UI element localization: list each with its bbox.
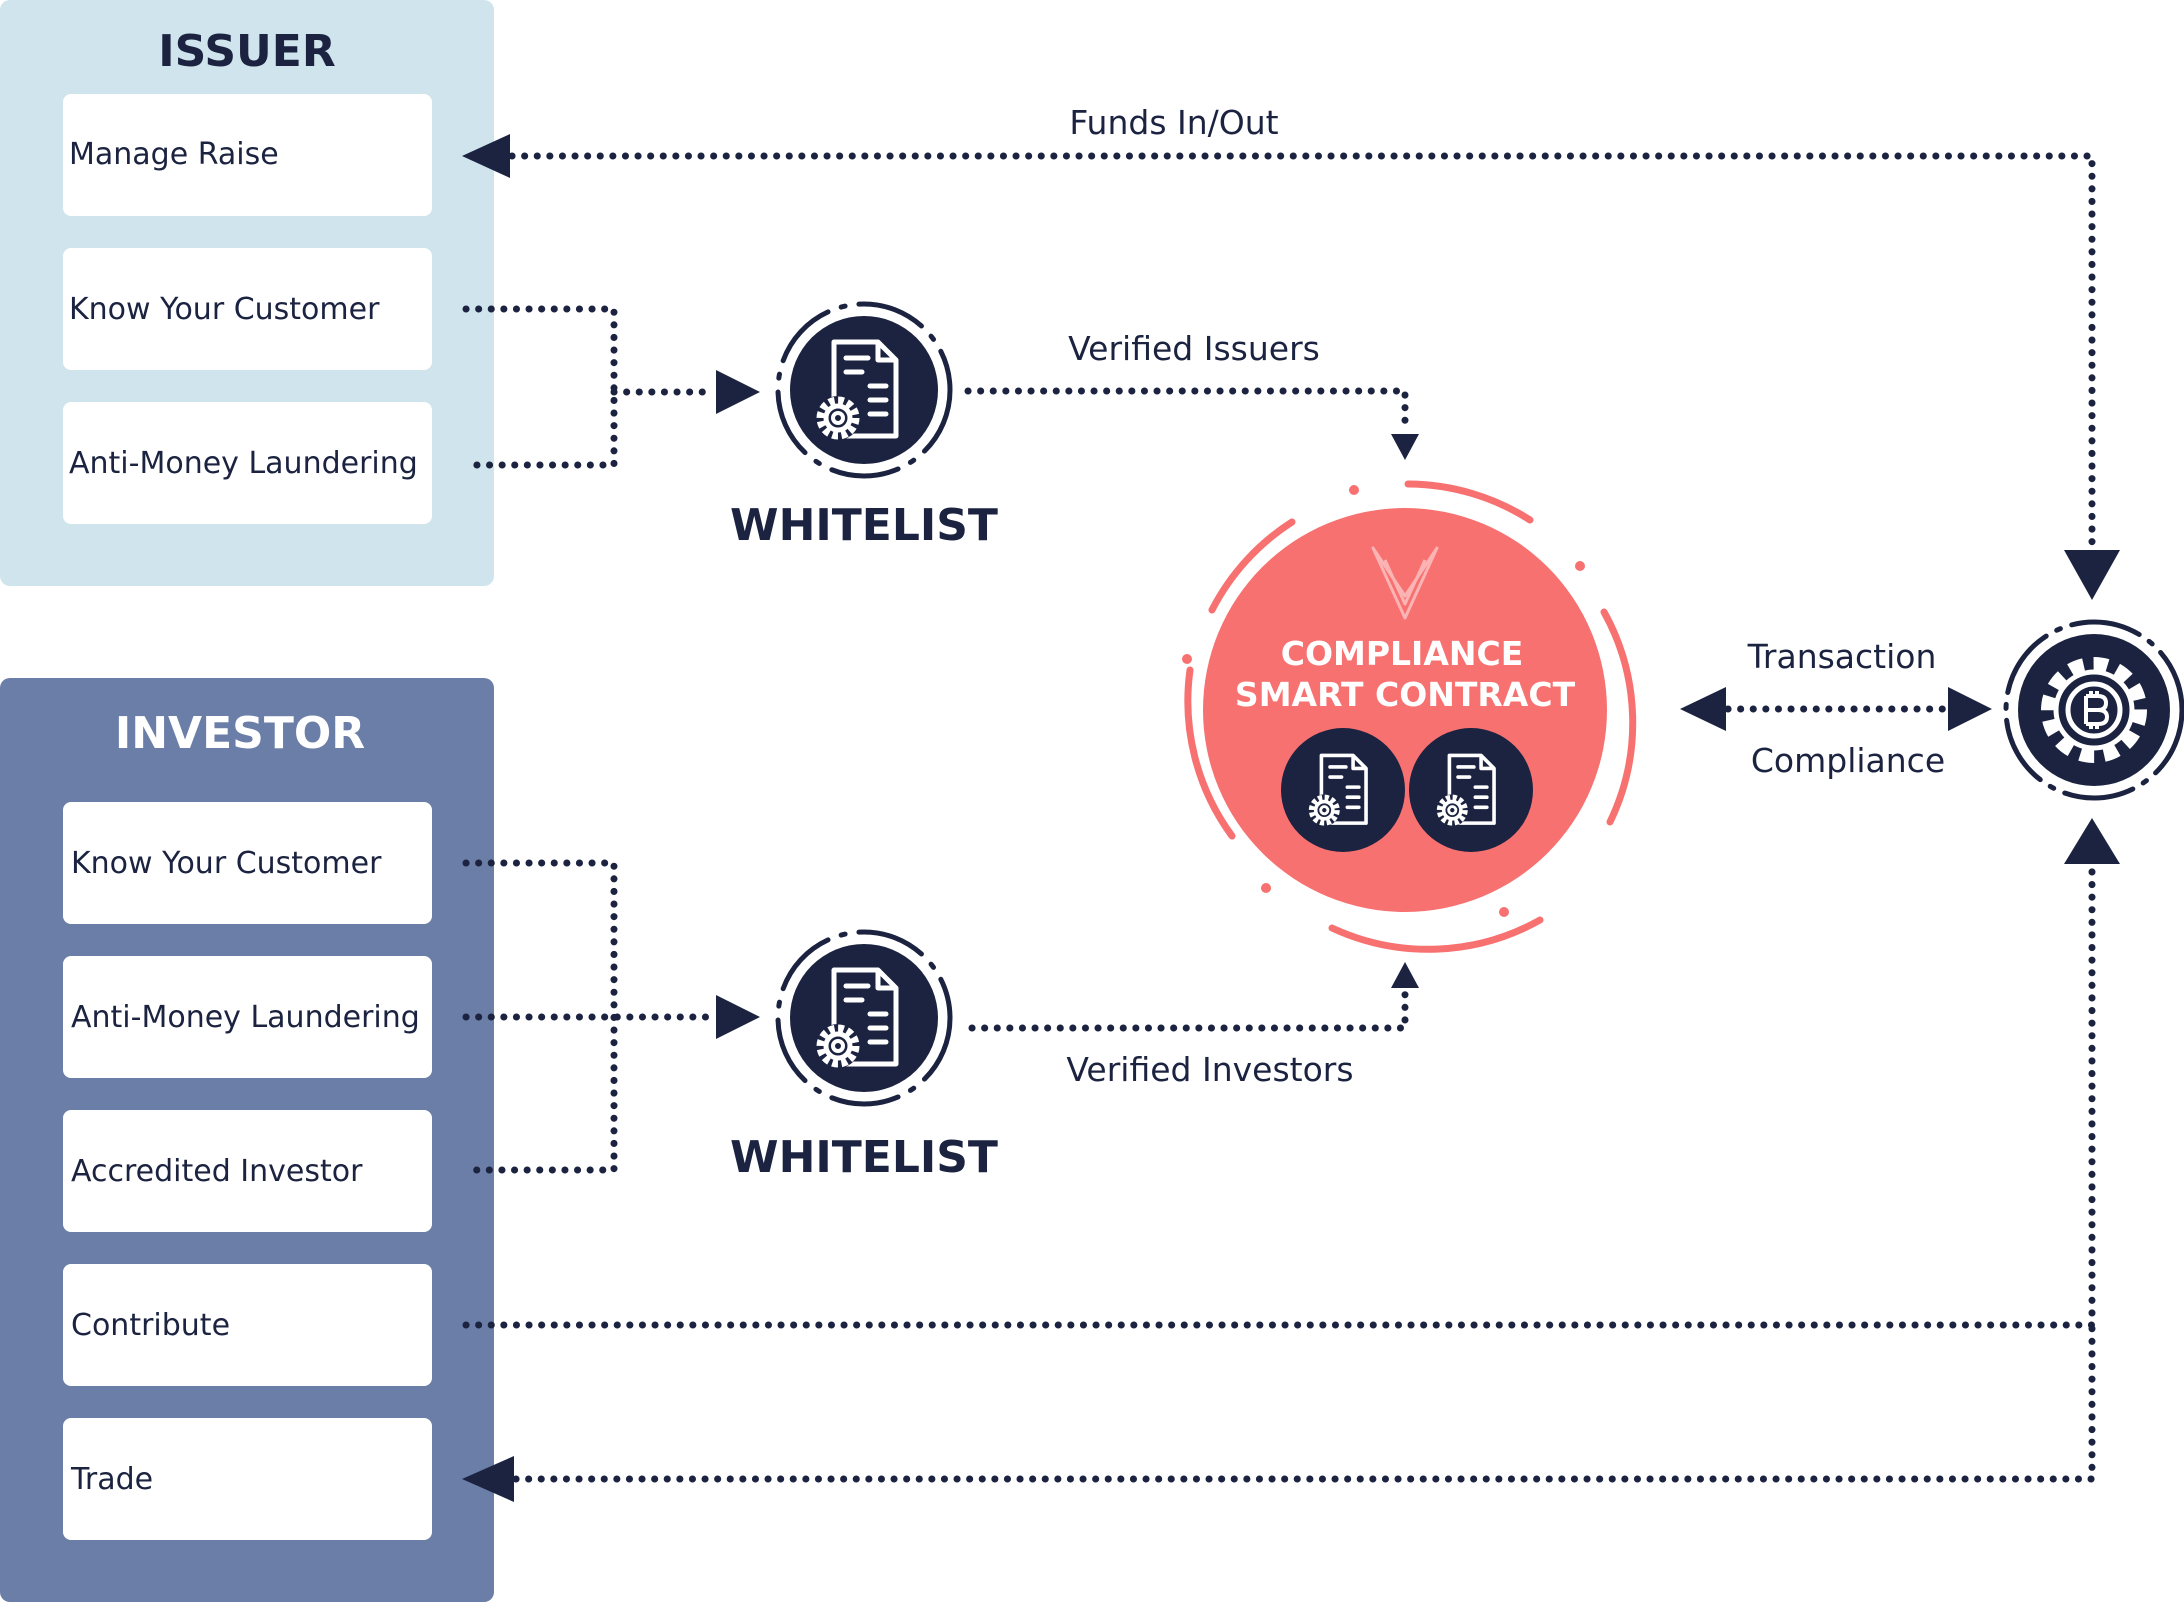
investor-item-label: Accredited Investor [71, 1154, 363, 1189]
transaction-right-arrowhead [1948, 687, 1992, 731]
issuer-title: ISSUER [158, 26, 335, 77]
issuer-kyc-connector [462, 305, 618, 469]
issuer-item-aml: Anti-Money Laundering [63, 402, 432, 524]
bitcoin-gear-icon [2041, 657, 2147, 763]
whitelist-top: WHITELIST [730, 304, 998, 551]
blockchain-node [2003, 619, 2184, 801]
whitelist-bottom: WHITELIST [730, 932, 998, 1183]
investor-item-accredited: Accredited Investor [63, 1110, 432, 1232]
issuer-item-kyc: Know Your Customer [63, 248, 432, 370]
transaction-label: Transaction [1747, 637, 1937, 676]
contract-ring-dots [1182, 485, 1585, 917]
investor-item-label: Contribute [71, 1308, 230, 1343]
issuer-item-manage-raise: Manage Raise [63, 94, 432, 216]
whitelist-bottom-label: WHITELIST [730, 1132, 998, 1183]
issuer-item-label: Manage Raise [69, 137, 279, 172]
investor-item-contribute: Contribute [63, 1264, 432, 1386]
trade-connector [512, 1321, 2096, 1483]
investor-item-label: Know Your Customer [71, 846, 382, 881]
investor-item-trade: Trade [63, 1418, 432, 1540]
blockchain-ring-icon [2003, 619, 2184, 801]
investor-item-aml: Anti-Money Laundering [63, 956, 432, 1078]
compliance-smart-contract: COMPLIANCE SMART CONTRACT [1182, 480, 1637, 953]
contribute-connector [462, 866, 2096, 1329]
investor-item-label: Trade [70, 1462, 153, 1497]
funds-arrowhead [462, 134, 510, 178]
issuer-item-label: Anti-Money Laundering [69, 446, 418, 481]
verified-issuers-connector [964, 387, 1409, 436]
investor-whitelist-arrowhead [716, 995, 760, 1039]
verified-investors-label: Verified Investors [1066, 1050, 1353, 1089]
investor-item-kyc: Know Your Customer [63, 802, 432, 924]
issuer-panel: ISSUER Manage Raise Know Your Customer A… [0, 0, 494, 586]
verified-investors-arrowhead [1391, 962, 1419, 988]
contract-line2: SMART CONTRACT [1235, 675, 1576, 714]
blockchain-bottom-arrowhead [2064, 818, 2120, 864]
transaction-left-arrowhead [1680, 687, 1726, 731]
contract-line1: COMPLIANCE [1281, 634, 1524, 673]
verified-investors-connector [968, 984, 1409, 1032]
blockchain-top-arrowhead [2064, 550, 2120, 600]
compliance-label: Compliance [1751, 741, 1945, 780]
investor-item-label: Anti-Money Laundering [71, 1000, 420, 1035]
verified-issuers-label: Verified Issuers [1068, 329, 1320, 368]
funds-label: Funds In/Out [1069, 103, 1278, 142]
investor-panel: INVESTOR Know Your Customer Anti-Money L… [0, 678, 494, 1602]
verified-issuers-arrowhead [1391, 434, 1419, 460]
contract-doc-2 [1409, 728, 1533, 852]
contract-doc-1 [1281, 728, 1405, 852]
v-logo-icon [1371, 546, 1439, 620]
funds-connector [508, 152, 2096, 552]
issuer-whitelist-arrowhead [716, 370, 760, 414]
whitelist-top-label: WHITELIST [730, 500, 998, 551]
investor-title: INVESTOR [115, 708, 365, 759]
issuer-item-label: Know Your Customer [69, 292, 380, 327]
trade-arrowhead [462, 1456, 514, 1502]
